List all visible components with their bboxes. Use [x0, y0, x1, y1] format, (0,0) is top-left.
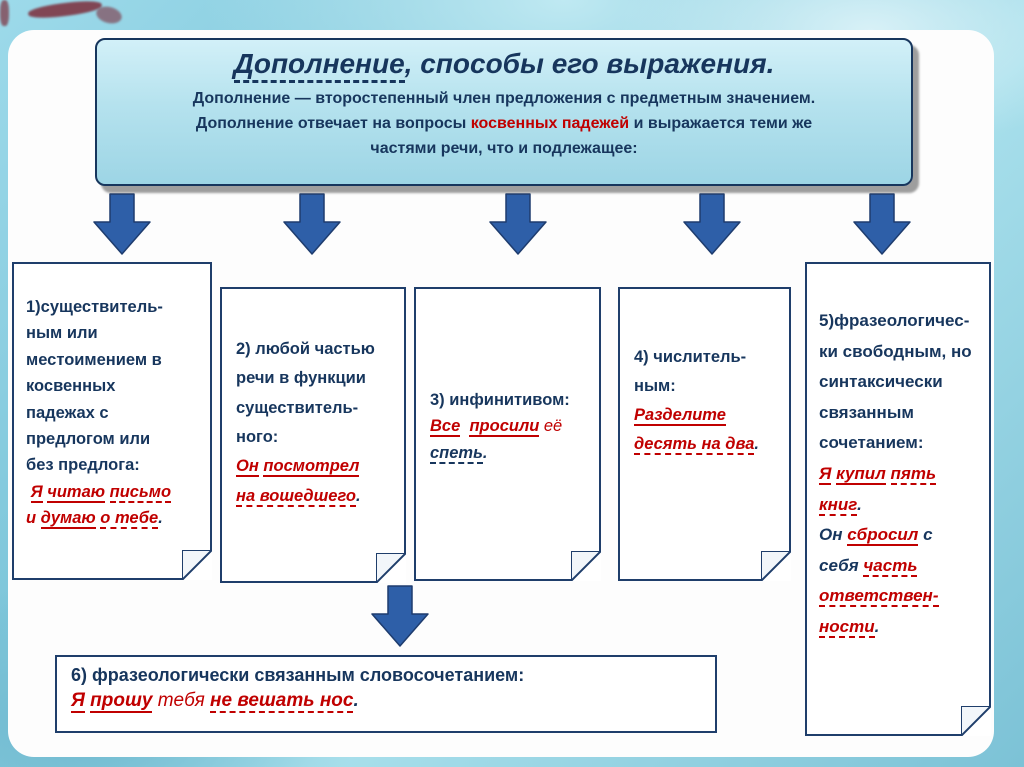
footer-example: Я прошу тебя не вешать нос.: [71, 690, 359, 713]
down-arrow-icon: [683, 193, 741, 255]
card-numeral: 4) числитель- ным: Разделите десять на д…: [618, 287, 792, 582]
slide-subtitle: Дополнение — второстепенный член предлож…: [192, 90, 816, 157]
footer-label: 6) фразеологически связанным словосочета…: [71, 665, 525, 685]
folded-corner-icon: [570, 550, 602, 582]
card-example: Он посмотрел на вошедшего.: [236, 457, 361, 507]
card-noun-pronoun: 1)существитель- ным или местоимением в к…: [12, 262, 213, 581]
footer-box-phraseological-bound: 6) фразеологически связанным словосочета…: [55, 655, 717, 733]
card-example: Я читаю письмо и думаю о тебе.: [26, 482, 172, 530]
card-example: Все просили её спеть.: [430, 417, 563, 464]
card-label: 2) любой частью речи в функции существит…: [236, 340, 375, 447]
header-box: Дополнение, способы его выражения. Допол…: [95, 38, 913, 186]
folded-corner-icon: [181, 549, 213, 581]
slide-title: Дополнение, способы его выражения.: [97, 48, 911, 83]
down-arrow-icon: [93, 193, 151, 255]
down-arrow-icon: [489, 193, 547, 255]
card-phraseological-free: 5)фразеологичес- ки свободным, но синтак…: [805, 262, 992, 737]
card-label: 1)существитель- ным или местоимением в к…: [26, 298, 163, 475]
card-example: Разделите десять на два.: [634, 405, 759, 455]
card-label: 3) инфинитивом:: [430, 391, 570, 409]
card-infinitive: 3) инфинитивом: Все просили её спеть.: [414, 287, 602, 582]
decorative-scribble: [27, 0, 103, 21]
folded-corner-icon: [760, 550, 792, 582]
down-arrow-icon: [283, 193, 341, 255]
folded-corner-icon: [375, 552, 407, 584]
decorative-scribble: [0, 0, 9, 26]
card-label: 4) числитель- ным:: [634, 348, 747, 395]
down-arrow-icon: [371, 585, 429, 647]
card-example: Я купил пять книг. Он сбросил с себя час…: [819, 463, 939, 638]
card-label: 5)фразеологичес- ки свободным, но синтак…: [819, 311, 972, 453]
down-arrow-icon: [853, 193, 911, 255]
card-any-part-of-speech: 2) любой частью речи в функции существит…: [220, 287, 407, 584]
folded-corner-icon: [960, 705, 992, 737]
decorative-scribble: [94, 4, 124, 26]
